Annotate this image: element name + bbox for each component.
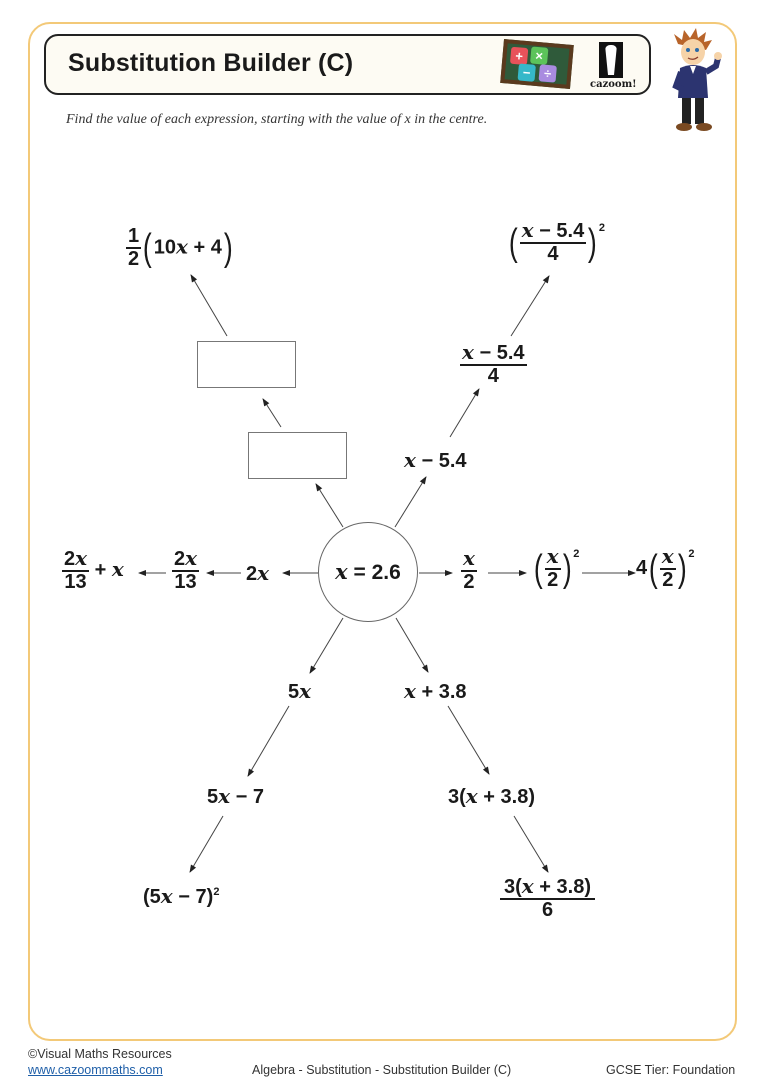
title-banner: Substitution Builder (C) + × − ÷ cazoom! (44, 34, 651, 95)
website-link[interactable]: www.cazoommaths.com (28, 1063, 163, 1077)
copyright-text: ©Visual Maths Resources (28, 1047, 172, 1061)
cazoom-logo: cazoom! (590, 42, 637, 90)
expression-5x: 5x (288, 679, 312, 703)
expression-5x-minus-7: 5x − 7 (207, 784, 264, 808)
center-value: x = 2.6 (335, 559, 401, 584)
expression-x-minus-5-4: x − 5.4 (404, 448, 467, 472)
logo-text: cazoom! (590, 79, 637, 90)
cartoon-boy-icon (672, 28, 722, 131)
expression-3-x-plus-3-8: 3(x + 3.8) (448, 784, 535, 808)
worksheet-frame (28, 22, 737, 1041)
topic-text: Algebra - Substitution - Substitution Bu… (252, 1063, 512, 1077)
expression-x-plus-3-8: x + 3.8 (404, 679, 467, 703)
center-value-circle: x = 2.6 (318, 522, 418, 622)
footer-link-wrap: www.cazoommaths.com (28, 1063, 163, 1077)
answer-box-2[interactable] (197, 341, 296, 388)
page-title: Substitution Builder (C) (68, 49, 354, 77)
answer-box-1[interactable] (248, 432, 347, 479)
tier-text: GCSE Tier: Foundation (606, 1063, 736, 1077)
glass-icon (599, 42, 623, 78)
expression-3-x-plus-3-8-over-6: 3(x + 3.8)6 (500, 876, 595, 921)
expression-2x: 2x (246, 561, 270, 585)
instructions-text: Find the value of each expression, start… (66, 112, 488, 127)
expression-5x-minus-7-squared: (5x − 7)2 (143, 884, 220, 908)
